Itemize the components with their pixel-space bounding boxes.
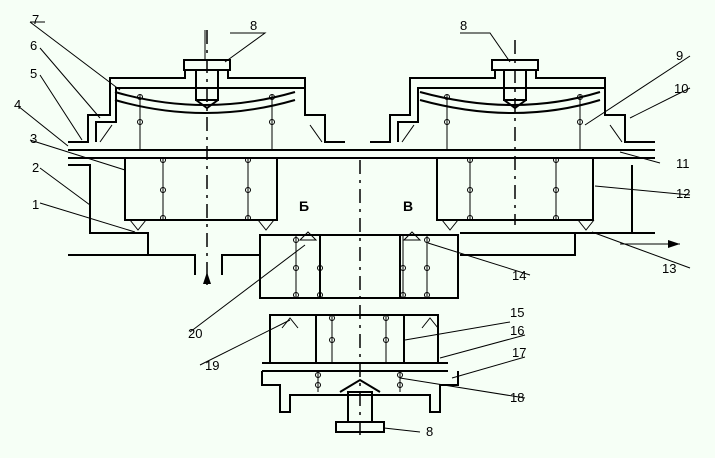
callout-14: 14 <box>512 268 526 283</box>
callout-12: 12 <box>676 186 690 201</box>
upper-left-springs <box>137 94 275 150</box>
callout-6: 6 <box>30 38 37 53</box>
upper-right-springs <box>444 94 583 150</box>
callout-7: 7 <box>32 12 39 27</box>
callout-3: 3 <box>30 131 37 146</box>
callout-5: 5 <box>30 66 37 81</box>
callout-13: 13 <box>662 261 676 276</box>
callouts: 1 2 3 4 5 6 7 8 8 9 10 11 12 13 14 15 16… <box>14 12 690 439</box>
section-label-b: Б <box>299 198 309 214</box>
callout-1: 1 <box>32 197 39 212</box>
callout-16: 16 <box>510 323 524 338</box>
leader-lines <box>17 21 691 433</box>
left-middle-box <box>124 157 278 231</box>
base-frame <box>68 164 680 275</box>
callout-11: 11 <box>676 156 690 171</box>
callout-8-left: 8 <box>250 18 257 33</box>
main-plate <box>68 149 655 159</box>
callout-8-right: 8 <box>460 18 467 33</box>
center-body <box>259 231 459 299</box>
left-upper-housing <box>68 70 345 143</box>
callout-15: 15 <box>510 305 524 320</box>
section-letters: Б В <box>299 198 413 214</box>
callout-19: 19 <box>205 358 219 373</box>
callout-20: 20 <box>188 326 202 341</box>
callout-9: 9 <box>676 48 683 63</box>
section-label-v: В <box>403 198 413 214</box>
callout-18: 18 <box>510 390 524 405</box>
center-axes <box>203 30 516 440</box>
callout-2: 2 <box>32 160 39 175</box>
callout-17: 17 <box>512 345 526 360</box>
callout-10: 10 <box>674 81 688 96</box>
callout-4: 4 <box>14 97 21 112</box>
callout-8-bottom: 8 <box>426 424 433 439</box>
